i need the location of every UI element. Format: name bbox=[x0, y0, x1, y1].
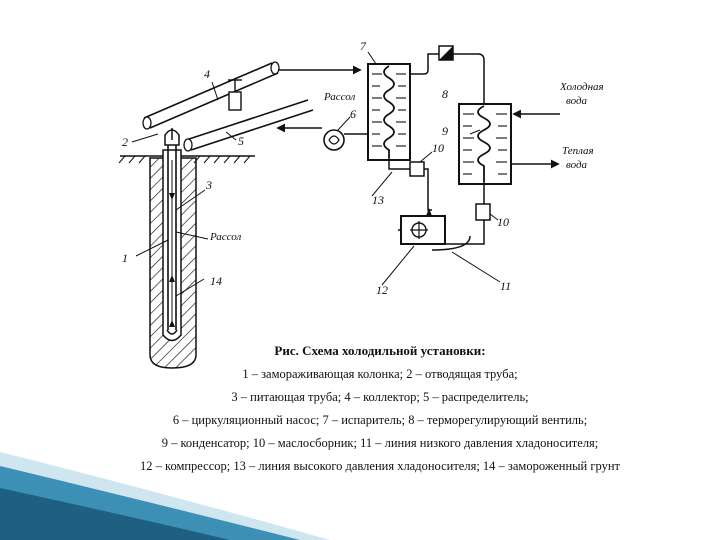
label-11: 11 bbox=[500, 279, 511, 293]
ground-surface bbox=[118, 155, 255, 164]
label-5: 5 bbox=[238, 134, 244, 148]
label-cold-water-1: Холодная bbox=[559, 81, 604, 93]
slide-accent-decoration bbox=[0, 452, 330, 540]
label-10a: 10 bbox=[432, 141, 444, 155]
evaporator bbox=[367, 63, 411, 161]
compressor bbox=[398, 208, 446, 245]
caption-line-5: 12 – компрессор; 13 – линия высокого дав… bbox=[140, 459, 620, 473]
label-cold-water-2: вода bbox=[566, 95, 588, 107]
column-connector bbox=[171, 79, 242, 140]
label-13: 13 bbox=[372, 193, 384, 207]
label-7: 7 bbox=[360, 39, 367, 53]
caption-line-3: 6 – циркуляционный насос; 7 – испаритель… bbox=[172, 413, 588, 427]
label-8: 8 bbox=[442, 87, 448, 101]
oil-collector-2 bbox=[475, 203, 491, 221]
caption-line-2: 3 – питающая труба; 4 – коллектор; 5 – р… bbox=[231, 390, 529, 404]
label-warm-water-1: Теплая bbox=[562, 145, 594, 157]
label-brine-top: Рассол bbox=[323, 91, 356, 103]
circulation-pump bbox=[323, 129, 368, 151]
caption-line-4: 9 – конденсатор; 10 – маслосборник; 11 –… bbox=[161, 436, 599, 450]
caption-line-1: 1 – замораживающая колонка; 2 – отводяща… bbox=[242, 367, 518, 381]
distributor-pipe bbox=[183, 99, 314, 152]
label-1: 1 bbox=[122, 251, 128, 265]
label-9: 9 bbox=[442, 124, 448, 138]
condenser bbox=[458, 103, 512, 185]
label-brine-left: Рассол bbox=[209, 231, 242, 243]
label-10b: 10 bbox=[497, 215, 509, 229]
label-2: 2 bbox=[122, 135, 128, 149]
high-pressure-line bbox=[388, 158, 485, 245]
label-12: 12 bbox=[376, 283, 388, 297]
freezing-column bbox=[164, 129, 180, 335]
caption-title: Рис. Схема холодильной установки: bbox=[274, 343, 486, 358]
figure-caption: Рис. Схема холодильной установки: 1 – за… bbox=[60, 343, 700, 478]
low-pressure-line bbox=[431, 235, 471, 251]
collector-pipe bbox=[142, 61, 280, 130]
thermo-regulating-valve bbox=[410, 45, 485, 104]
label-14: 14 bbox=[210, 274, 222, 288]
leader-lines bbox=[131, 51, 501, 297]
oil-collector-1 bbox=[409, 161, 425, 177]
label-4: 4 bbox=[204, 67, 210, 81]
label-warm-water-2: вода bbox=[566, 159, 588, 171]
label-3: 3 bbox=[205, 178, 212, 192]
label-6: 6 bbox=[350, 107, 356, 121]
